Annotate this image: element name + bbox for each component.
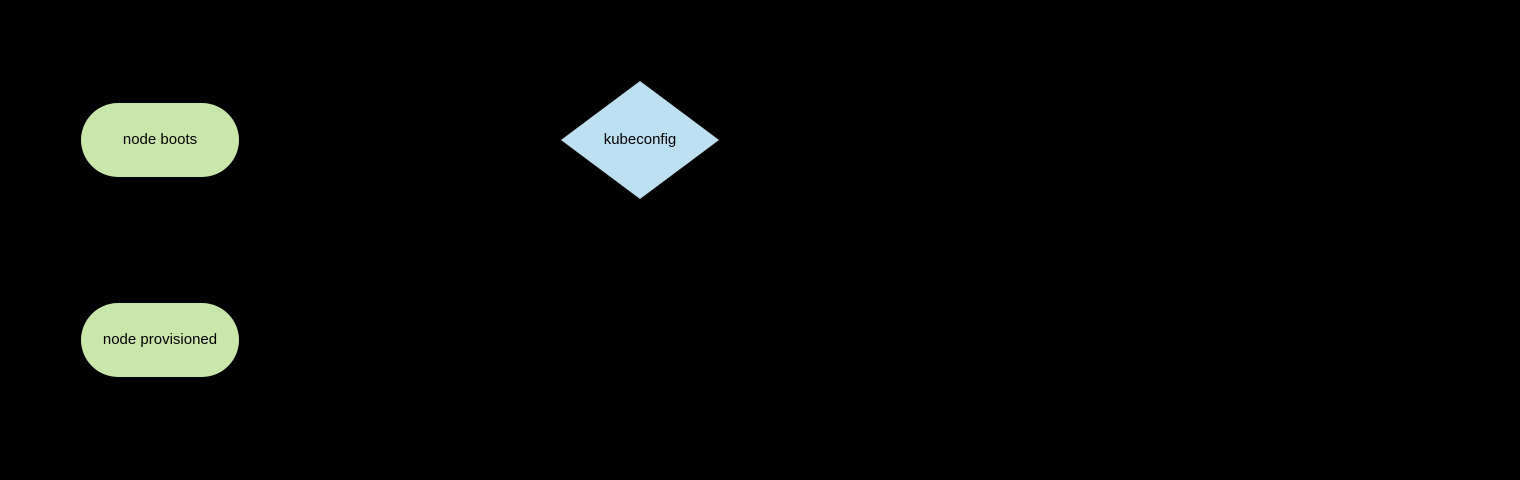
flow-node-label: node joins cluster: [341, 331, 459, 348]
flow-node-node-requests-csr[interactable]: node requests CSR from controller-manage…: [1041, 281, 1199, 399]
flow-node-label: docker, kubelet, kube-proxy services ins…: [342, 99, 458, 182]
flow-node-node-joins-cluster[interactable]: node joins cluster: [321, 281, 479, 399]
flow-node-kubelet-bootstrap-requests-csr[interactable]: kubelet-bootstrap requests CSR from cont…: [1281, 82, 1439, 200]
flow-node-services-installed[interactable]: docker, kubelet, kube-proxy services ins…: [321, 82, 479, 200]
flow-node-label: node requests CSR from controller-manage…: [1057, 309, 1183, 370]
flow-node-label: kubelet authenticates to api-server usin…: [1062, 88, 1178, 193]
flow-node-kubelet-authenticates[interactable]: kubelet authenticates to api-server usin…: [1041, 82, 1199, 200]
flow-node-kubelet-references-bootstrap[interactable]: kubelet references bootstrap.kubeconfig …: [801, 82, 959, 200]
flow-node-label: node boots: [122, 131, 198, 148]
flow-node-label: controller-manager issues CSR and cluste…: [817, 298, 943, 381]
flow-node-label: node provisioned: [102, 331, 218, 348]
flow-node-label: kubelet generates kubeconfig, certificat…: [577, 309, 703, 370]
flow-node-node-provisioned[interactable]: node provisioned: [81, 303, 239, 377]
flow-node-kubeconfig[interactable]: kubeconfig: [561, 81, 719, 199]
flow-node-controller-manager-issues-approves[interactable]: controller-manager issues and approves C…: [1281, 281, 1439, 399]
flow-node-label: kubelet references bootstrap.kubeconfig …: [810, 99, 950, 182]
flow-node-label: kubeconfig: [603, 131, 677, 148]
flow-node-label: controller-manager issues and approves C…: [1297, 309, 1423, 370]
flow-node-kubelet-generates[interactable]: kubelet generates kubeconfig, certificat…: [561, 281, 719, 399]
flow-node-controller-manager-issues-csr[interactable]: controller-manager issues CSR and cluste…: [801, 281, 959, 399]
flow-node-node-boots[interactable]: node boots: [81, 103, 239, 177]
flow-node-label: kubelet-bootstrap requests CSR from cont…: [1297, 99, 1423, 182]
